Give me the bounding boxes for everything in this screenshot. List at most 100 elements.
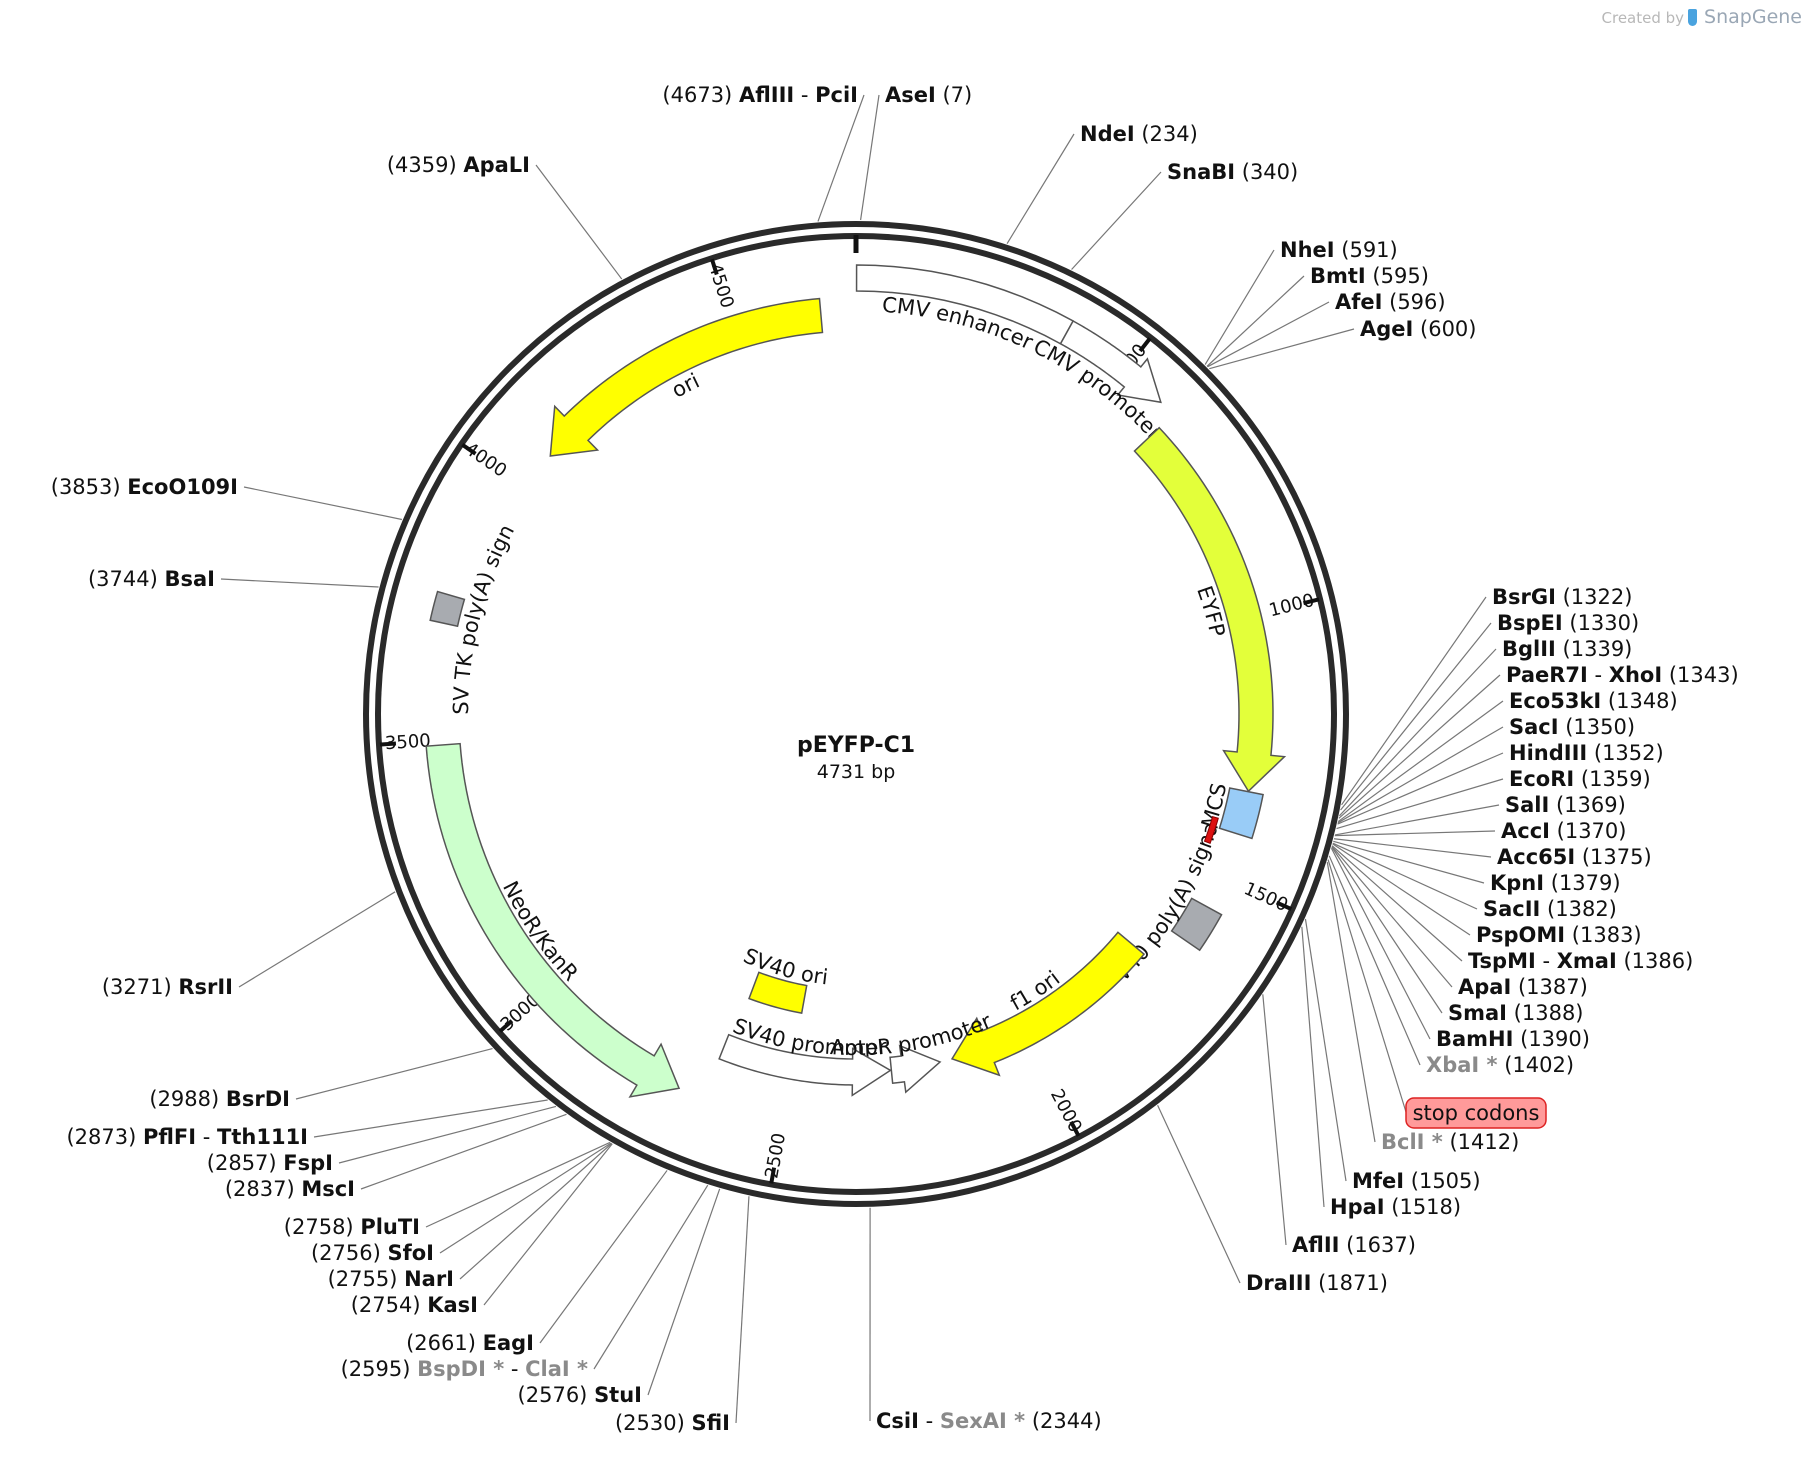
ruler-tick xyxy=(1275,900,1293,911)
feature-ori xyxy=(549,297,824,457)
site-enzyme-name: ClaI * xyxy=(525,1357,588,1381)
site-position: (3853) xyxy=(51,475,128,499)
site-position: (1359) xyxy=(1574,767,1651,791)
site-label-kasi: (2754) KasI xyxy=(351,1293,478,1317)
site-position: (1387) xyxy=(1511,975,1588,999)
site-enzyme-name: Acc65I xyxy=(1497,845,1575,869)
site-enzyme-name: TspMI xyxy=(1468,949,1536,973)
feature-neor-kanr xyxy=(425,742,681,1098)
site-label-nhei: NheI (591) xyxy=(1280,238,1398,262)
site-leader-line xyxy=(459,1142,613,1280)
site-leader-line xyxy=(1338,648,1497,817)
site-position: (1370) xyxy=(1550,819,1627,843)
site-label-bmti: BmtI (595) xyxy=(1310,264,1429,288)
site-enzyme-name: FspI xyxy=(283,1151,333,1175)
site-label-bspdi-clai: (2595) BspDI * - ClaI * xyxy=(341,1357,588,1381)
site-label-bsai: (3744) BsaI xyxy=(88,567,215,591)
site-position: (2754) xyxy=(351,1293,428,1317)
site-enzyme-name: KpnI xyxy=(1490,871,1544,895)
site-label-tspmi-xmai: TspMI - XmaI (1386) xyxy=(1468,949,1693,973)
site-enzyme-name: XhoI xyxy=(1609,663,1662,687)
site-position: (1390) xyxy=(1513,1027,1590,1051)
site-label-sali: SalI (1369) xyxy=(1505,793,1626,817)
site-leader-line xyxy=(1332,843,1471,936)
site-leader-line xyxy=(1206,275,1305,367)
site-label-fspi: (2857) FspI xyxy=(207,1151,333,1175)
feature-label-path xyxy=(510,351,964,603)
feature-sv40-poly-a-signal xyxy=(1170,897,1223,952)
site-position: (595) xyxy=(1366,264,1429,288)
site-label-bsrdi: (2988) BsrDI xyxy=(149,1087,290,1111)
site-enzyme-name: DraIII xyxy=(1246,1271,1311,1295)
feature-sv40-promoter xyxy=(718,1033,892,1097)
site-enzyme-name: EcoRI xyxy=(1509,767,1574,791)
site-label-asei: AseI (7) xyxy=(885,83,972,107)
site-enzyme-name: BamHI xyxy=(1436,1027,1513,1051)
stop-codons-callout: stop codons xyxy=(1327,859,1547,1129)
site-position: (1339) xyxy=(1556,637,1633,661)
ruler-tick xyxy=(1069,1120,1081,1137)
site-leader-line xyxy=(1331,845,1463,962)
site-label-hpai: HpaI (1518) xyxy=(1330,1195,1461,1219)
site-position: (1369) xyxy=(1549,793,1626,817)
site-leader-line xyxy=(1333,838,1492,858)
feature-cmv-promoter xyxy=(1059,319,1162,404)
site-leader-line xyxy=(1207,301,1330,368)
site-name-separator: - xyxy=(1588,663,1609,687)
site-label-afei: AfeI (596) xyxy=(1335,290,1446,314)
site-position: (1412) xyxy=(1443,1130,1520,1154)
site-position: (1386) xyxy=(1617,949,1694,973)
site-leader-line xyxy=(1301,926,1325,1208)
site-position: (340) xyxy=(1235,160,1298,184)
watermark-prefix: Created by xyxy=(1601,9,1685,27)
site-position: (2755) xyxy=(328,1267,405,1291)
site-name-separator: - xyxy=(504,1357,525,1381)
site-position: (2837) xyxy=(225,1177,302,1201)
site-label-xbai: XbaI * (1402) xyxy=(1426,1053,1574,1077)
site-enzyme-name: BsrDI xyxy=(226,1087,290,1111)
site-leader-line xyxy=(1330,847,1431,1040)
site-label-stui: (2576) StuI xyxy=(518,1383,642,1407)
site-enzyme-name: BspDI * xyxy=(417,1357,504,1381)
site-name-separator: - xyxy=(1536,949,1557,973)
site-position: (234) xyxy=(1135,122,1198,146)
stop-codons-mark xyxy=(1203,815,1219,844)
site-leader-line xyxy=(1334,804,1500,836)
site-leader-line xyxy=(295,1047,493,1100)
ruler-tick-label: 1000 xyxy=(1267,590,1317,621)
site-label-pluti: (2758) PluTI xyxy=(284,1215,420,1239)
site-enzyme-name: BglII xyxy=(1502,637,1556,661)
site-leader-line xyxy=(1331,846,1443,1014)
feature-hsv-tk-poly-a-signal xyxy=(429,590,466,628)
site-leader-line xyxy=(1209,328,1355,370)
site-enzyme-name: XmaI xyxy=(1557,949,1617,973)
site-label-bglii: BglII (1339) xyxy=(1502,637,1632,661)
site-leader-line xyxy=(817,94,865,222)
site-leader-line xyxy=(313,1099,548,1138)
site-leader-line xyxy=(1304,918,1347,1182)
site-position: (591) xyxy=(1335,238,1398,262)
feature-eyfp xyxy=(1133,426,1287,793)
site-enzyme-name: AflII xyxy=(1292,1233,1339,1257)
site-enzyme-name: SalI xyxy=(1505,793,1549,817)
site-enzyme-name: StuI xyxy=(594,1383,642,1407)
site-position: (1375) xyxy=(1575,845,1652,869)
site-label-agei: AgeI (600) xyxy=(1360,317,1477,341)
site-position: (2661) xyxy=(406,1331,483,1355)
site-label-ecori: EcoRI (1359) xyxy=(1509,767,1651,791)
ruler-tick xyxy=(710,258,719,276)
site-enzyme-name: MfeI xyxy=(1352,1169,1404,1193)
site-enzyme-name: BspEI xyxy=(1497,611,1563,635)
site-position: (2756) xyxy=(311,1241,388,1265)
ruler-tick-label: 4500 xyxy=(704,261,738,311)
site-enzyme-name: PaeR7I xyxy=(1506,663,1588,687)
site-label-ndei: NdeI (234) xyxy=(1080,122,1198,146)
stop-codons-label: stop codons xyxy=(1413,1101,1540,1125)
site-position: (1379) xyxy=(1544,871,1621,895)
site-enzyme-name: BsrGI xyxy=(1492,585,1556,609)
site-position: (4359) xyxy=(387,153,464,177)
site-label-pflfi-tth111i: (2873) PflFI - Tth111I xyxy=(66,1125,308,1149)
site-enzyme-name: AseI xyxy=(885,83,936,107)
